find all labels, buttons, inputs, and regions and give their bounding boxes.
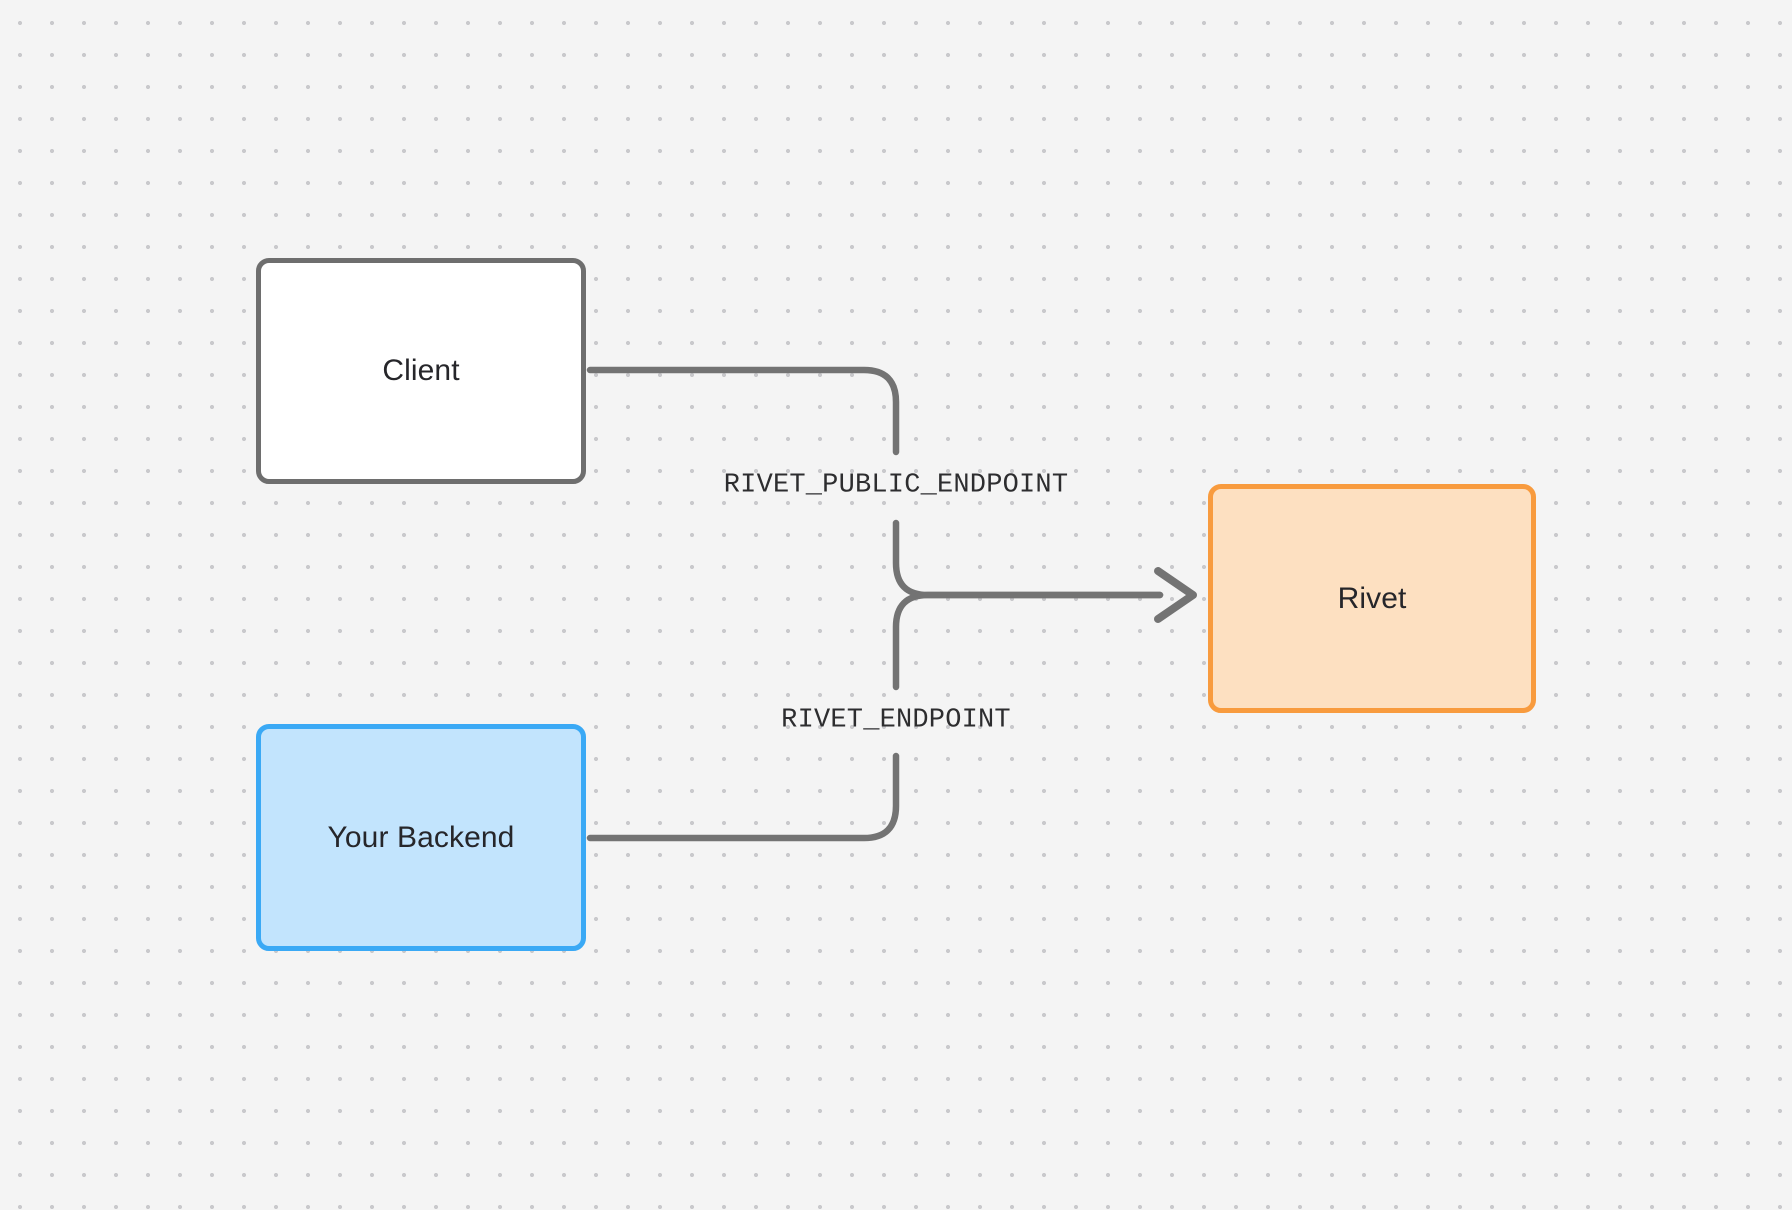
arrowhead-icon bbox=[1154, 567, 1197, 623]
edge-backend-segment-upper bbox=[892, 591, 1164, 691]
node-client-label: Client bbox=[382, 354, 460, 387]
node-rivet-label: Rivet bbox=[1337, 581, 1407, 615]
edge-label-rivet-endpoint: RIVET_ENDPOINT bbox=[781, 705, 1011, 736]
node-backend-label: Your Backend bbox=[327, 820, 515, 854]
node-client[interactable]: Client bbox=[256, 258, 586, 484]
edge-client-segment-lower bbox=[892, 519, 1164, 599]
node-backend[interactable]: Your Backend bbox=[256, 724, 586, 951]
node-rivet[interactable]: Rivet bbox=[1208, 484, 1536, 713]
edge-client-segment-upper bbox=[586, 366, 900, 456]
edge-backend-segment-lower bbox=[586, 752, 900, 842]
edge-label-rivet-public-endpoint: RIVET_PUBLIC_ENDPOINT bbox=[723, 470, 1069, 501]
